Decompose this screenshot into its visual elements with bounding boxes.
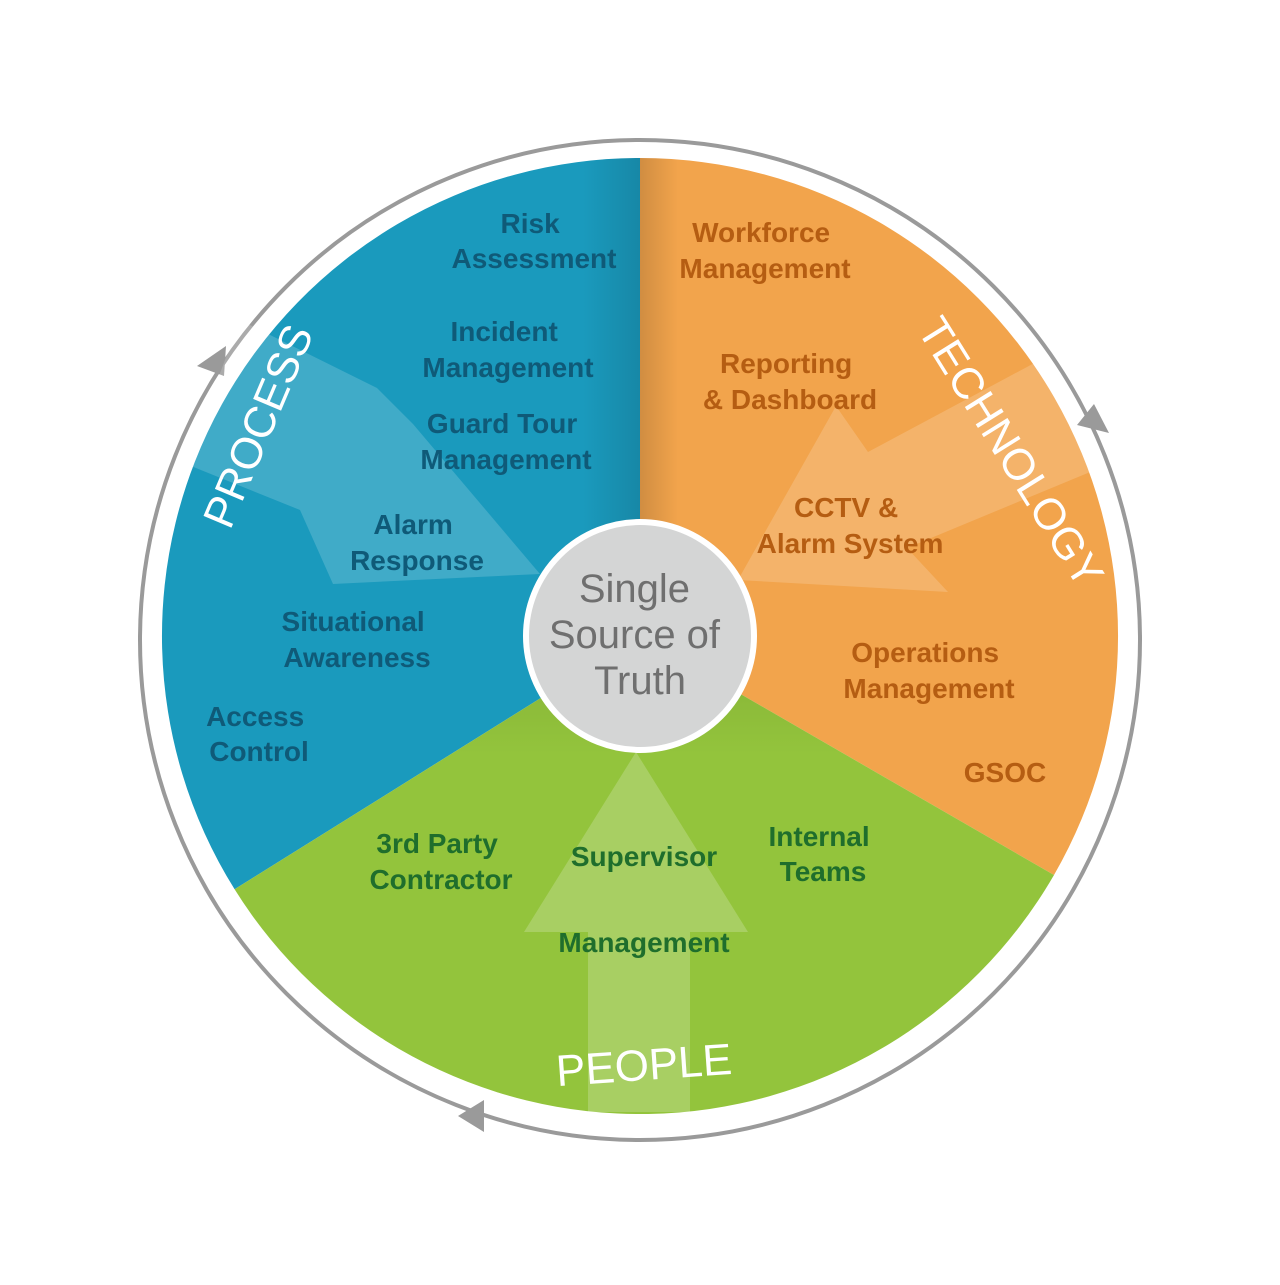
process-item-situational-awareness: Situational Awareness bbox=[282, 606, 433, 673]
process-inward-arrow bbox=[186, 320, 540, 584]
technology-inward-arrow bbox=[738, 360, 1095, 592]
technology-item-gsoc: GSOC bbox=[964, 757, 1046, 788]
process-item-incident-management: Incident Management bbox=[422, 316, 593, 383]
technology-item-cctv-alarm-system: CCTV & Alarm System bbox=[757, 492, 944, 559]
people-items: 3rd Party Contractor Supervisor Internal… bbox=[369, 821, 878, 958]
process-item-risk-assessment: Risk Assessment bbox=[452, 208, 617, 274]
cycle-arrow-icon bbox=[458, 1100, 484, 1132]
technology-item-operations-management: Operations Management bbox=[843, 637, 1014, 704]
cycle-arrow-icon bbox=[197, 346, 226, 376]
people-item-supervisor: Supervisor bbox=[571, 841, 717, 872]
people-item-management: Management bbox=[558, 927, 729, 958]
people-inward-arrow bbox=[524, 752, 748, 1112]
people-item-internal-teams: Internal Teams bbox=[769, 821, 878, 887]
sector-process-shading bbox=[161, 158, 640, 890]
outer-cycle-ring bbox=[138, 138, 1142, 1142]
cycle-arrow-icon bbox=[1077, 404, 1109, 433]
technology-item-workforce-management: Workforce Management bbox=[679, 217, 850, 284]
technology-item-reporting-dashboard: Reporting & Dashboard bbox=[703, 348, 877, 415]
process-item-guard-tour-management: Guard Tour Management bbox=[420, 408, 591, 475]
center-hub bbox=[523, 519, 757, 753]
sector-technology-shading bbox=[640, 157, 1119, 875]
center-hub-label: Single Source of Truth bbox=[549, 567, 731, 703]
sector-people-shading bbox=[234, 636, 1055, 1115]
people-item-3rd-party-contractor: 3rd Party Contractor bbox=[369, 828, 512, 895]
process-item-alarm-response: Alarm Response bbox=[350, 509, 484, 576]
process-item-access-control: Access Control bbox=[206, 701, 312, 767]
technology-items: Workforce Management Reporting & Dashboa… bbox=[679, 217, 1046, 788]
process-items: Risk Assessment Incident Management Guar… bbox=[206, 208, 616, 767]
